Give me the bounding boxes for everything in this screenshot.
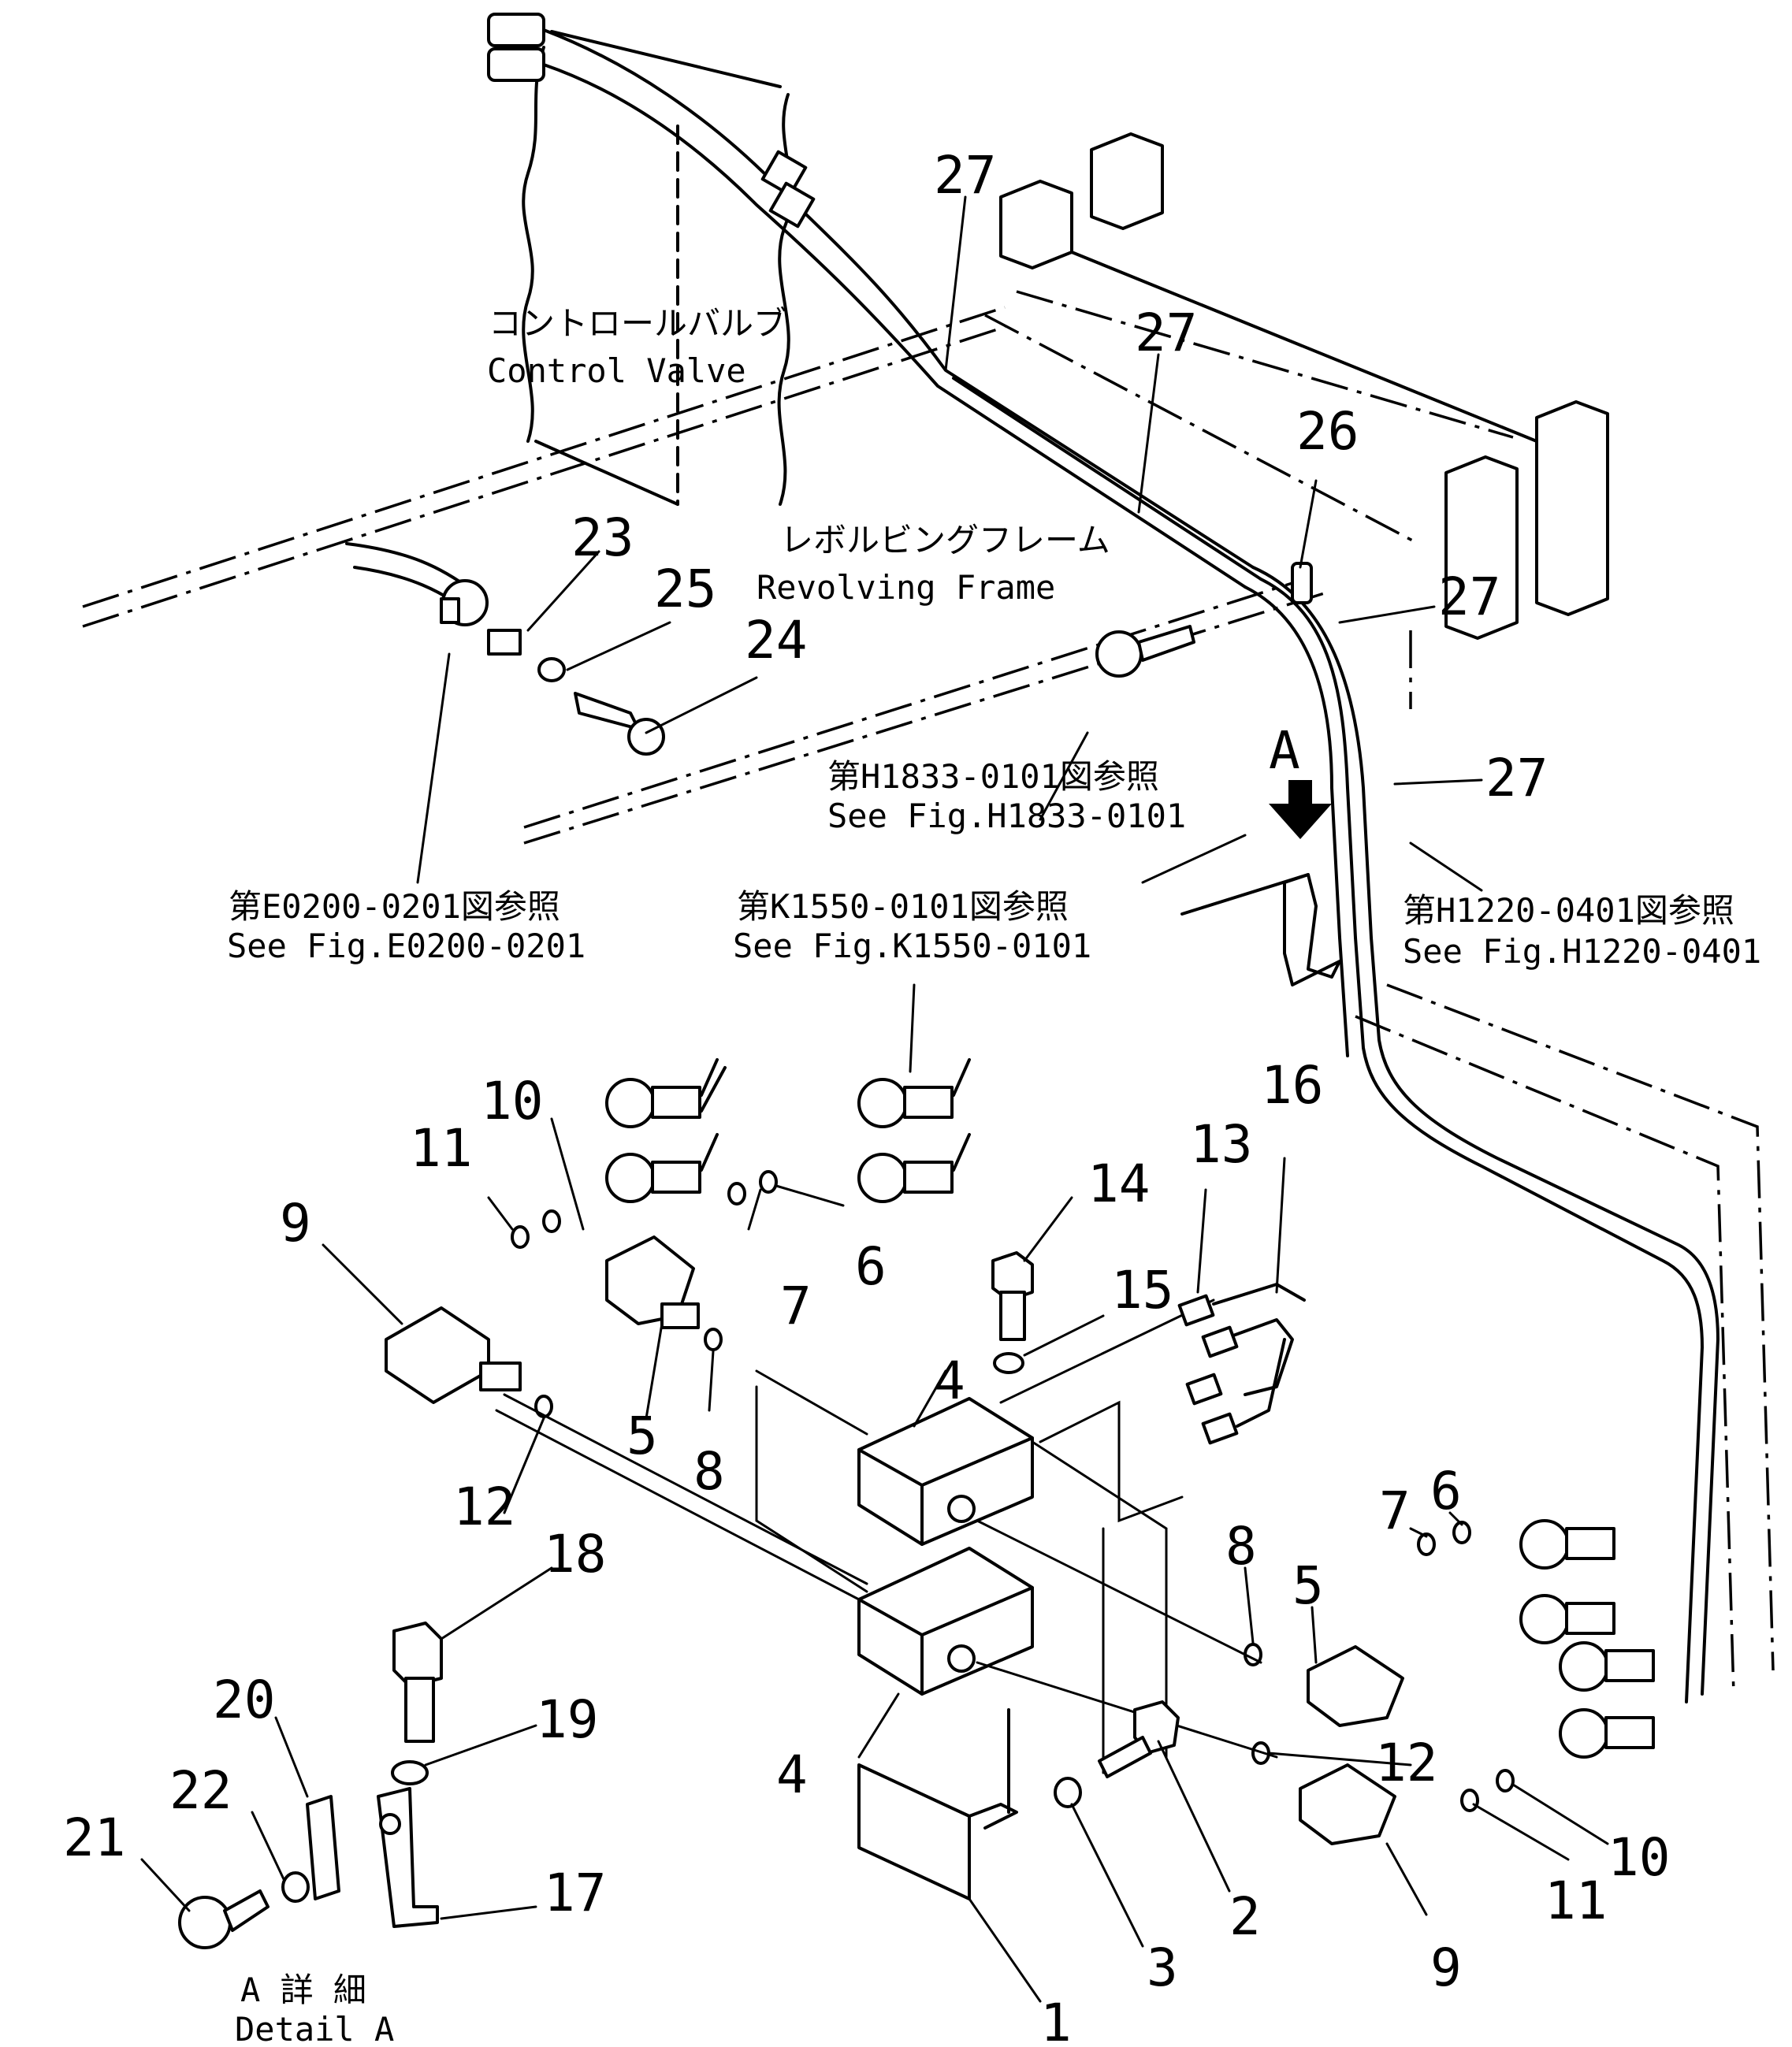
hose-connectors-lower (1519, 1519, 1655, 1759)
ref-k1550-en: See Fig.K1550-0101 (733, 927, 1091, 965)
bracket (857, 1708, 1018, 1900)
callout-1: 1 (1040, 1993, 1072, 2047)
callout-6: 6 (855, 1236, 887, 1297)
callout-11: 11 (410, 1118, 472, 1179)
control-valve (487, 13, 1262, 589)
callout-9: 9 (1430, 1937, 1462, 1998)
callout-14: 14 (1087, 1154, 1150, 1214)
callout-4: 4 (934, 1350, 965, 1411)
callout-6: 6 (1430, 1461, 1462, 1521)
pressure-switches (1177, 1283, 1306, 1445)
callout-5: 5 (1292, 1555, 1324, 1616)
callout-12: 12 (453, 1477, 515, 1537)
callout-23: 23 (571, 507, 634, 568)
detail-a-label-jp: A 詳 細 (240, 1971, 366, 2009)
callout-26: 26 (1296, 401, 1359, 462)
manifold-blocks (857, 1397, 1034, 1696)
callout-21: 21 (63, 1807, 125, 1868)
detail-a-parts (306, 1787, 439, 1928)
callout-17: 17 (544, 1863, 606, 1923)
control-valve-label-jp: コントロールバルブ (489, 304, 786, 343)
callout-12: 12 (1375, 1733, 1437, 1793)
callout-27: 27 (1438, 567, 1500, 627)
callout-11: 11 (1545, 1871, 1607, 1931)
frame-blocks (999, 132, 1609, 640)
callouts: 27 27 26 27 27 23 25 24 16 13 14 15 10 1… (63, 145, 1670, 2047)
ref-h1220-en: See Fig.H1220-0401 (1403, 932, 1761, 971)
revolving-frame-outline (82, 290, 1775, 1695)
callout-15: 15 (1111, 1260, 1173, 1321)
callout-25: 25 (654, 559, 716, 619)
callout-8: 8 (693, 1441, 725, 1502)
detail-a-label-en: Detail A (235, 2010, 394, 2047)
harness-bolt (1095, 625, 1195, 678)
callout-27: 27 (1485, 748, 1548, 808)
callout-20: 20 (213, 1670, 275, 1730)
callout-27: 27 (934, 145, 996, 206)
leader-lines (140, 195, 1609, 2003)
clamp-assembly (345, 542, 665, 756)
callout-16: 16 (1261, 1055, 1323, 1116)
callout-4: 4 (776, 1744, 808, 1805)
labels: コントロールバルブ Control Valve レボルビングフレーム Revol… (227, 304, 1761, 2047)
tubes (495, 1298, 1278, 1774)
ref-e0200-en: See Fig.E0200-0201 (227, 927, 586, 965)
callout-5: 5 (626, 1406, 658, 1466)
o-rings (281, 1170, 1515, 1903)
ref-h1220-jp: 第H1220-0401図参照 (1403, 891, 1734, 930)
bolts (178, 1251, 1180, 1949)
ref-h1833-en: See Fig.H1833-0101 (827, 797, 1186, 835)
callout-22: 22 (169, 1760, 232, 1821)
callout-18: 18 (544, 1524, 606, 1584)
view-arrow-a (1269, 780, 1332, 839)
callout-10: 10 (1608, 1827, 1670, 1888)
callout-9: 9 (280, 1193, 311, 1254)
ref-h1833-jp: 第H1833-0101図参照 (827, 757, 1159, 796)
callout-7: 7 (1379, 1480, 1411, 1541)
control-valve-label-en: Control Valve (487, 351, 746, 390)
view-label-a: A (1269, 720, 1300, 781)
solenoid-valves (385, 1235, 1404, 1845)
callout-10: 10 (481, 1071, 543, 1131)
revolving-frame-label-en: Revolving Frame (757, 568, 1055, 607)
ref-e0200-jp: 第E0200-0201図参照 (229, 887, 560, 926)
callout-13: 13 (1190, 1114, 1252, 1175)
callout-7: 7 (780, 1276, 812, 1336)
callout-3: 3 (1147, 1937, 1178, 1998)
callout-19: 19 (536, 1689, 598, 1750)
callout-8: 8 (1225, 1516, 1257, 1577)
ref-k1550-jp: 第K1550-0101図参照 (737, 887, 1069, 926)
hose-connectors-upper (605, 1058, 971, 1203)
callout-24: 24 (745, 610, 807, 671)
revolving-frame-label-jp: レボルビングフレーム (780, 521, 1110, 559)
callout-2: 2 (1229, 1886, 1261, 1947)
wire-harness (1180, 562, 1720, 1703)
callout-27: 27 (1135, 303, 1197, 363)
